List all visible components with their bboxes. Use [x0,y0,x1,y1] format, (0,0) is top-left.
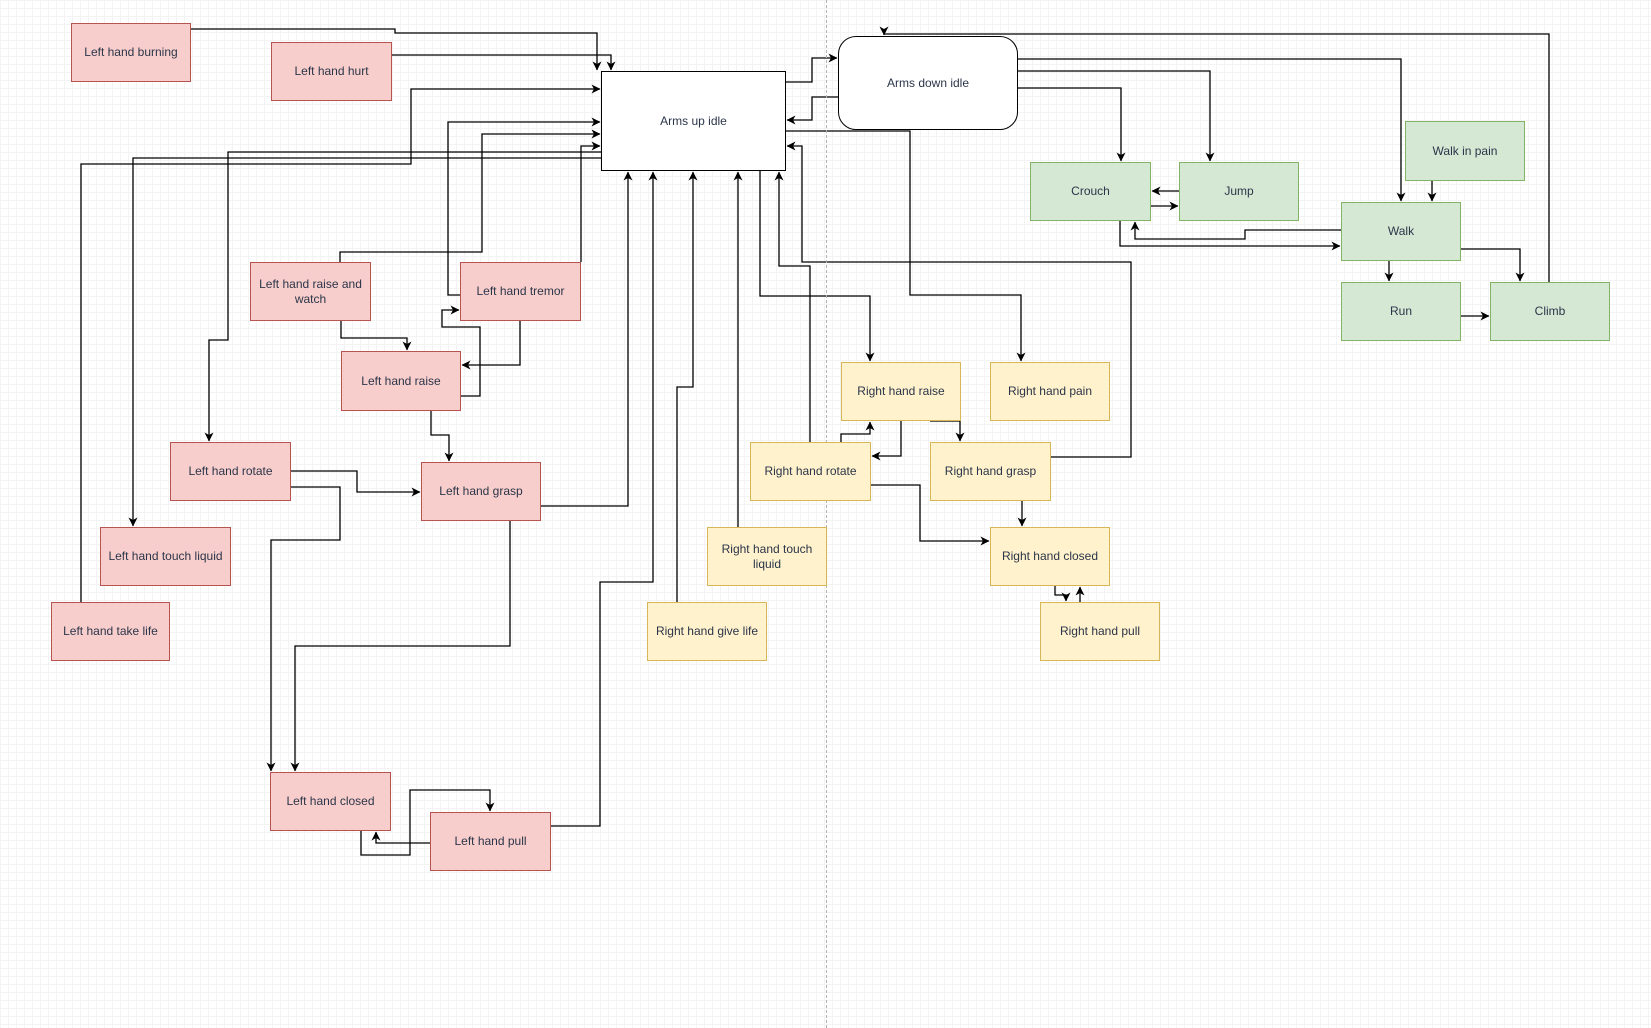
node-label: Left hand hurt [294,64,369,78]
connector-arms-up-idle-to-right-hand-raise[interactable] [759,171,875,362]
node-left-hand-tremor[interactable]: Left hand tremor [460,262,581,321]
connector-left-hand-pull-to-left-hand-closed[interactable] [371,831,430,844]
node-arms-up-idle[interactable]: Arms up idle [601,71,786,171]
connector-left-hand-rotate-to-left-hand-grasp[interactable] [291,470,421,497]
node-label: Left hand take life [63,624,158,638]
node-label: Left hand raise and watch [259,276,362,306]
connector-walk-to-climb[interactable] [1461,248,1525,282]
node-walk[interactable]: Walk [1341,202,1461,261]
node-right-hand-pain[interactable]: Right hand pain [990,362,1110,421]
connector-left-hand-hurt-to-arms-up-idle[interactable] [392,54,616,71]
node-left-hand-pull[interactable]: Left hand pull [430,812,551,871]
connector-arms-down-idle-to-jump[interactable] [1018,70,1215,162]
connector-climb-to-arms-down-idle[interactable] [879,26,1550,282]
connector-left-hand-raise-and-watch-to-arms-up-idle[interactable] [339,129,601,262]
connector-right-hand-raise-to-right-hand-grasp[interactable] [930,420,965,442]
node-label: Left hand grasp [439,484,523,498]
node-right-hand-give-life[interactable]: Right hand give life [647,602,767,661]
connector-left-hand-grasp-to-left-hand-closed[interactable] [290,521,511,772]
node-label: Right hand touch liquid [721,541,813,571]
connector-left-hand-closed-to-left-hand-pull[interactable] [360,789,495,856]
connector-left-hand-raise-to-left-hand-grasp[interactable] [430,411,454,462]
node-label: Jump [1224,184,1254,198]
node-label: Right hand raise [857,384,945,398]
node-right-hand-touch-liquid[interactable]: Right hand touch liquid [707,527,827,586]
connector-arms-down-idle-to-walk[interactable] [1018,58,1406,202]
connector-right-hand-rotate-to-right-hand-closed[interactable] [871,484,990,546]
node-label: Left hand tremor [476,284,565,298]
connector-arms-down-idle-to-crouch[interactable] [1018,87,1126,162]
connector-left-hand-tremor-to-arms-up-idle[interactable] [447,117,601,296]
node-left-hand-raise-and-watch[interactable]: Left hand raise and watch [250,262,371,321]
node-left-hand-closed[interactable]: Left hand closed [270,772,391,831]
node-label: Right hand pain [1007,384,1093,398]
connector-walk-to-crouch[interactable] [1130,221,1341,240]
node-label: Left hand rotate [188,464,273,478]
connector-left-hand-pull-to-arms-up-idle[interactable] [551,171,658,827]
node-right-hand-rotate[interactable]: Right hand rotate [750,442,871,501]
node-label: Run [1389,304,1412,318]
node-label: Left hand closed [286,794,375,808]
node-label: Right hand pull [1059,624,1141,638]
connector-left-hand-burning-to-arms-up-idle[interactable] [191,28,602,71]
node-label: Right hand give life [655,624,759,638]
node-left-hand-touch-liquid[interactable]: Left hand touch liquid [100,527,231,586]
node-label: Left hand raise [361,373,441,388]
node-label: Walk in pain [1432,143,1498,158]
connector-arms-up-idle-to-left-hand-rotate[interactable] [204,151,601,442]
connector-left-hand-take-life-to-arms-up-idle[interactable] [80,84,601,602]
connector-right-hand-give-life-to-arms-up-idle[interactable] [676,171,698,602]
node-left-hand-burning[interactable]: Left hand burning [71,23,191,82]
page-boundary-divider [826,0,827,1028]
connector-arms-up-idle-to-arms-down-idle[interactable] [786,53,838,83]
node-climb[interactable]: Climb [1490,282,1610,341]
node-run[interactable]: Run [1341,282,1461,341]
connector-arms-down-idle-to-arms-up-idle[interactable] [786,96,838,125]
node-crouch[interactable]: Crouch [1030,162,1151,221]
connector-left-hand-raise-and-watch-to-left-hand-raise[interactable] [340,321,412,351]
node-label: Crouch [1071,184,1110,198]
connector-right-hand-rotate-to-arms-up-idle[interactable] [774,171,811,442]
node-right-hand-grasp[interactable]: Right hand grasp [930,442,1051,501]
node-label: Left hand pull [454,834,527,848]
node-left-hand-take-life[interactable]: Left hand take life [51,602,170,661]
node-left-hand-raise[interactable]: Left hand raise [341,351,461,411]
node-right-hand-pull[interactable]: Right hand pull [1040,602,1160,661]
node-label: Walk [1387,224,1415,238]
node-jump[interactable]: Jump [1179,162,1299,221]
connector-left-hand-tremor-to-left-hand-raise[interactable] [461,321,521,370]
connector-arms-up-idle-to-left-hand-touch-liquid[interactable] [128,157,601,527]
node-left-hand-rotate[interactable]: Left hand rotate [170,442,291,501]
connector-left-hand-rotate-to-left-hand-closed[interactable] [266,486,341,772]
node-right-hand-raise[interactable]: Right hand raise [841,362,961,421]
node-left-hand-grasp[interactable]: Left hand grasp [421,462,541,521]
connector-left-hand-grasp-to-arms-up-idle[interactable] [541,171,633,507]
connector-left-hand-tremor-to-arms-up-idle[interactable] [580,141,601,262]
node-label: Climb [1534,304,1566,318]
node-label: Arms up idle [660,113,727,128]
connector-right-hand-grasp-to-arms-up-idle[interactable] [786,141,1132,458]
node-walk-in-pain[interactable]: Walk in pain [1405,121,1525,181]
node-left-hand-hurt[interactable]: Left hand hurt [271,42,392,101]
node-arms-down-idle[interactable]: Arms down idle [838,36,1018,130]
connector-left-hand-raise-to-left-hand-tremor[interactable] [441,305,481,397]
connector-right-hand-closed-to-right-hand-pull[interactable] [1054,586,1071,602]
node-label: Right hand closed [1001,549,1099,563]
connector-right-hand-raise-to-right-hand-rotate[interactable] [871,421,902,461]
node-label: Arms down idle [886,75,970,90]
node-label: Left hand touch liquid [108,549,223,563]
node-right-hand-closed[interactable]: Right hand closed [990,527,1110,586]
node-label: Left hand burning [84,45,178,59]
connector-crouch-to-walk[interactable] [1119,221,1341,251]
connector-right-hand-rotate-to-right-hand-raise[interactable] [840,421,875,442]
connector-arms-up-idle-to-right-hand-pain[interactable] [786,130,1026,362]
node-label: Right hand rotate [764,464,857,478]
node-label: Right hand grasp [944,464,1037,478]
